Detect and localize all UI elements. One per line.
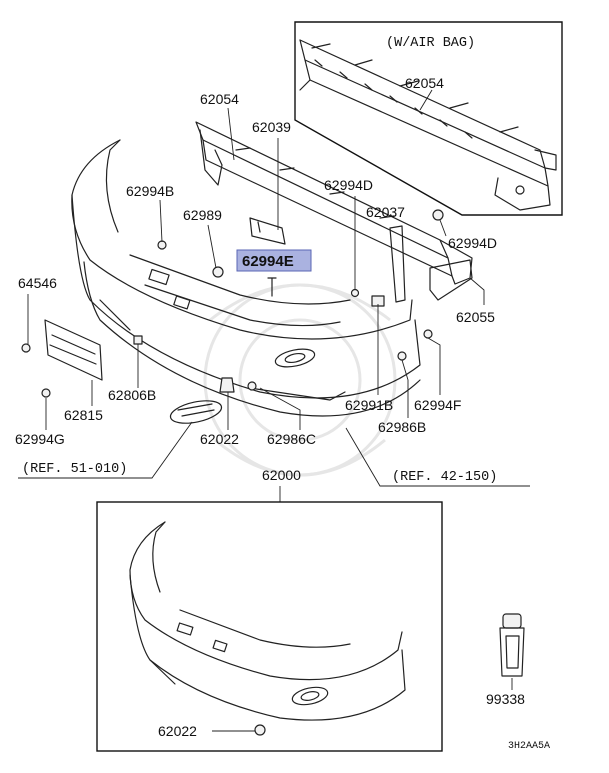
svg-text:62022: 62022 [158,723,197,739]
bracket-62055 [429,259,473,301]
svg-text:62989: 62989 [183,207,222,223]
front-reinforcement [195,121,473,285]
bumper-assembly [129,521,406,721]
svg-text:62986C: 62986C [267,431,316,447]
label-62994e[interactable]: 62994E [242,253,294,270]
label-62054-inset: 62054 [405,75,444,91]
svg-text:62039: 62039 [252,119,291,135]
airbag-caption: (W/AIR BAG) [386,36,475,51]
svg-text:62994F: 62994F [414,397,461,413]
bumper-face [71,139,421,417]
svg-text:62815: 62815 [64,407,103,423]
ref-51-010: (REF. 51-010) [22,462,127,477]
svg-text:62037: 62037 [366,204,405,220]
svg-text:62994D: 62994D [324,177,373,193]
plate-bracket-62815 [44,319,103,381]
svg-text:62994B: 62994B [126,183,174,199]
label-62054-main: 62054 [200,91,239,107]
svg-text:62986B: 62986B [378,419,426,435]
label-62000: 62000 [262,467,301,483]
sealant-tube-99338 [499,613,525,677]
diagram-code: 3H2AA5A [508,741,550,752]
svg-text:62022: 62022 [200,431,239,447]
highlight-box[interactable] [236,249,312,272]
ref-42-150: (REF. 42-150) [392,470,497,485]
svg-text:64546: 64546 [18,275,57,291]
svg-text:62994G: 62994G [15,431,65,447]
svg-text:62806B: 62806B [108,387,156,403]
svg-text:99338: 99338 [486,691,525,707]
svg-text:62055: 62055 [456,309,495,325]
airbag-reinforcement [299,39,557,211]
highlight-callout-62994e[interactable]: 62994E [236,249,312,272]
fog-cover-62022 [169,400,223,424]
assembly-box-62000 [96,501,443,752]
airbag-inset-box: (W/AIR BAG) 62054 [294,21,563,216]
leader-62054-inset [419,89,433,111]
watermark [203,283,397,477]
svg-text:62991B: 62991B [345,397,393,413]
svg-text:62994D: 62994D [448,235,497,251]
stay-62037 [389,225,406,303]
bracket-62039 [249,217,286,245]
